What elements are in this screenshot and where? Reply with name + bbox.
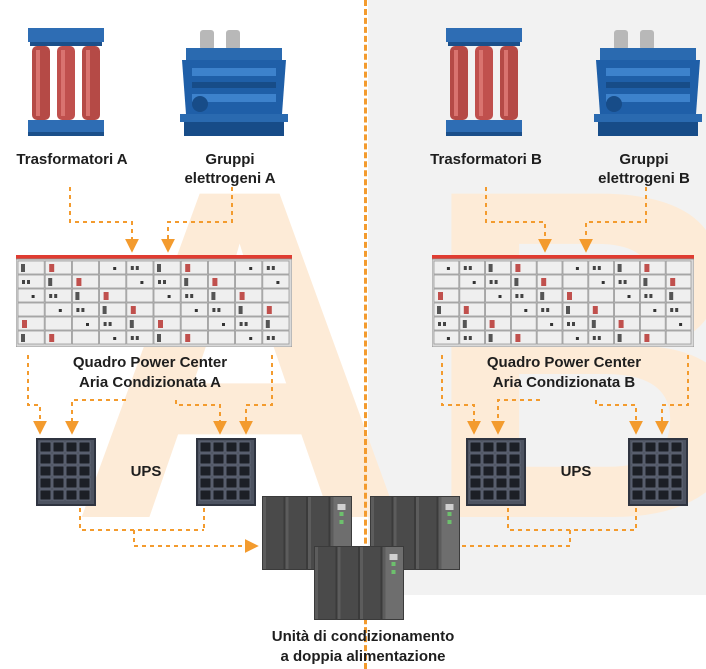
link-generator-b <box>579 187 647 253</box>
switchboard-a-label-line1: Quadro Power Center <box>72 354 228 371</box>
generator-a-label-line1: Gruppi <box>205 151 255 168</box>
ups-b2-icon <box>628 438 688 506</box>
link-panel-b-ups1-right <box>491 399 540 435</box>
link-panel-b-ups2-right <box>655 355 689 435</box>
generator-b-icon <box>594 30 702 136</box>
transformer-a-icon <box>28 28 104 136</box>
switchboard-b <box>432 255 694 347</box>
generator-b-label-line2: elettrogeni B <box>598 170 690 187</box>
generator-a-label-line2: elettrogeni A <box>184 170 276 187</box>
cooling-units-label-line1: Unità di condizionamento <box>271 628 455 645</box>
generator-b-label-line1: Gruppi <box>619 151 669 168</box>
ups-a-label: UPS <box>130 463 162 480</box>
cooling-unit-c-icon <box>314 546 404 620</box>
cooling-units-label-line2: a doppia alimentazione <box>280 648 446 665</box>
transformer-a-label: Trasformatori A <box>16 151 128 168</box>
switchboard-b-label-line2: Aria Condizionata B <box>492 374 636 391</box>
transformer-b-icon <box>446 28 522 136</box>
ups-a2-icon <box>196 438 256 506</box>
link-panel-a-ups2-left <box>175 400 227 435</box>
watermark-b: B <box>420 92 706 617</box>
switchboard-b-label-line1: Quadro Power Center <box>486 354 642 371</box>
ups-a1-icon <box>36 438 96 506</box>
link-panel-b-ups1-left <box>441 355 481 435</box>
link-panel-a-ups2-right <box>239 355 273 435</box>
link-transformer-a <box>69 187 139 253</box>
cooling-unit-a-icon <box>262 496 352 570</box>
link-panel-a-ups1-left <box>27 355 47 435</box>
link-generator-a <box>161 187 233 253</box>
transformer-b-label: Trasformatori B <box>430 151 542 168</box>
link-panel-a-ups1-right <box>65 399 126 435</box>
section-divider <box>364 0 367 669</box>
switchboard-a-label-line2: Aria Condizionata A <box>79 374 221 391</box>
switchboard-a <box>16 255 292 347</box>
ups-b-label: UPS <box>560 463 592 480</box>
link-transformer-b <box>485 187 552 253</box>
link-ups-b-cooling <box>462 508 637 547</box>
watermark-a: A <box>70 92 410 617</box>
link-ups-a-cooling <box>79 508 256 546</box>
generator-a-icon <box>180 30 288 136</box>
link-panel-b-ups2-left <box>595 400 643 435</box>
ups-b1-icon <box>466 438 526 506</box>
